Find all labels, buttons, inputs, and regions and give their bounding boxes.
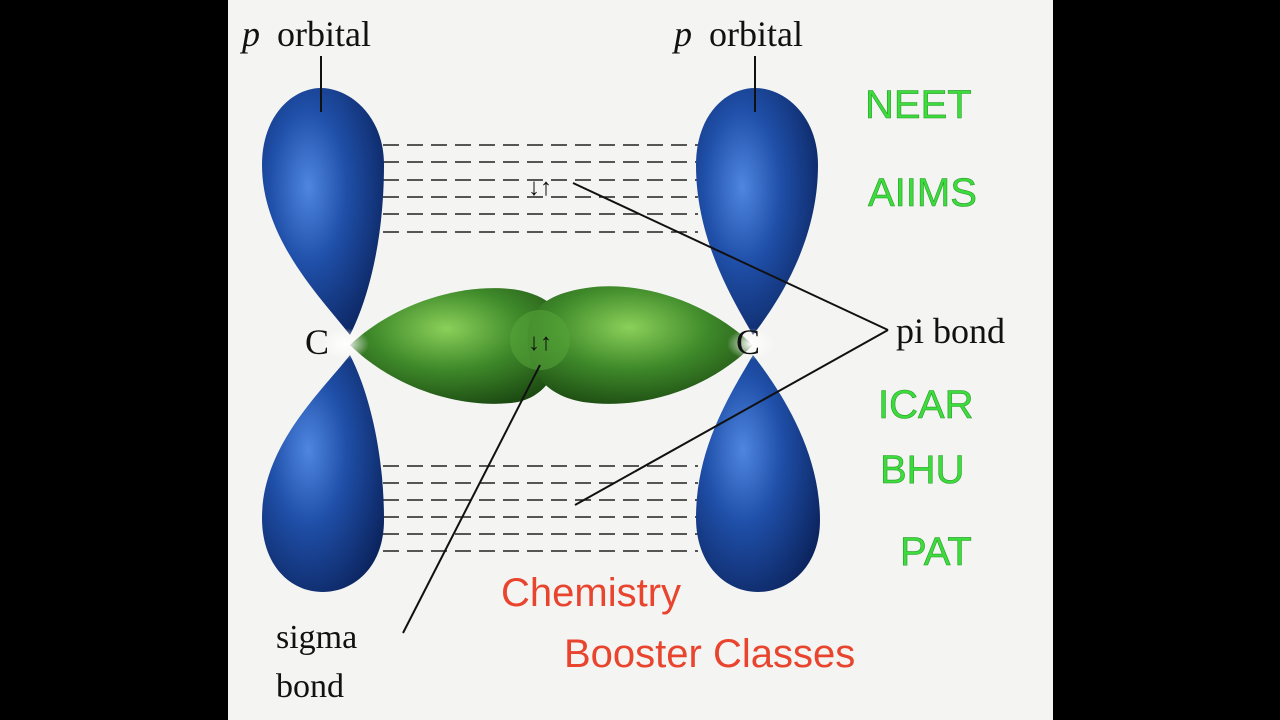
sigma-bond-label-line2: bond xyxy=(276,668,344,705)
right-p-letter: p xyxy=(671,14,692,54)
left-p-orbital-upper-lobe xyxy=(262,88,384,335)
sigma-bond-label-line1: sigma xyxy=(276,619,357,656)
pi-bond-pointer-upper xyxy=(572,182,889,331)
branding: Chemistry Booster Classes xyxy=(501,571,855,676)
left-nucleus-glow xyxy=(321,328,369,360)
exam-neet: NEET xyxy=(865,83,972,127)
exam-list: NEET AIIMS ICAR BHU PAT xyxy=(865,83,978,575)
exam-pat: PAT xyxy=(900,530,972,574)
pointer-lines xyxy=(320,56,889,634)
right-orbital-word: orbital xyxy=(709,14,803,54)
pi-sigma-bond-diagram: C C ↓↑ ↓↑ p orbital p orbital pi bond si… xyxy=(239,14,1005,705)
exam-aiims: AIIMS xyxy=(868,171,977,215)
sigma-right-lobe xyxy=(527,286,753,404)
pi-electron-pair: ↓↑ xyxy=(528,175,552,201)
brand-line2: Booster Classes xyxy=(564,632,855,676)
left-p-orbital-label: p orbital xyxy=(239,14,371,54)
pi-bond-dashes-bottom xyxy=(383,465,698,552)
sigma-electron-pair: ↓↑ xyxy=(528,330,552,356)
sigma-left-lobe xyxy=(350,288,565,404)
right-p-orbital-label: p orbital xyxy=(671,14,803,54)
diagram-panel: C C ↓↑ ↓↑ p orbital p orbital pi bond si… xyxy=(228,0,1053,720)
right-nucleus-glow xyxy=(727,328,775,360)
left-orbital-word: orbital xyxy=(277,14,371,54)
exam-icar: ICAR xyxy=(878,383,974,427)
exam-bhu: BHU xyxy=(880,448,964,492)
pi-bond-pointer-lower xyxy=(574,329,889,506)
pi-bond-dashes-top xyxy=(383,144,698,233)
left-p-orbital-lower-lobe xyxy=(262,355,384,592)
brand-line1: Chemistry xyxy=(501,571,681,615)
right-p-orbital-lower-lobe xyxy=(696,355,820,592)
carbon-left-label: C xyxy=(305,322,329,362)
right-p-orbital-upper-lobe xyxy=(696,88,818,335)
carbon-right-label: C xyxy=(736,322,760,362)
sigma-overlap-region xyxy=(510,310,570,370)
sigma-bond-orbital xyxy=(350,286,753,404)
left-p-orbital xyxy=(262,88,384,592)
right-p-orbital xyxy=(696,88,820,592)
pi-bond-label: pi bond xyxy=(896,311,1005,351)
left-p-letter: p xyxy=(239,14,260,54)
sigma-bond-pointer xyxy=(402,364,541,634)
